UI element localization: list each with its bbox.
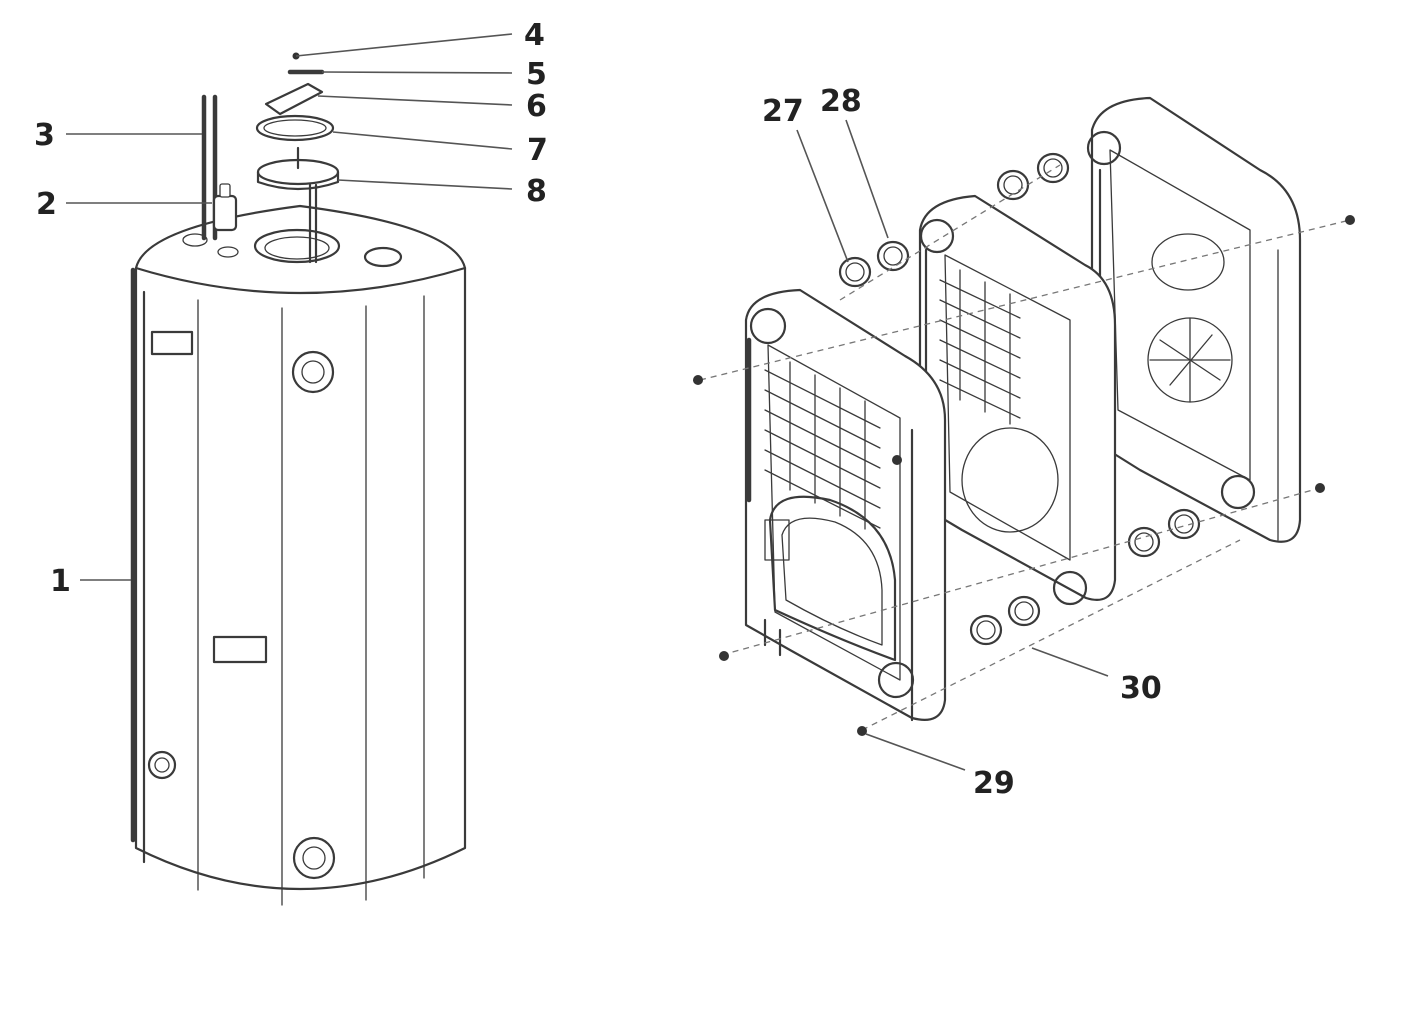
rear-section <box>1086 96 1302 543</box>
front-section <box>744 288 947 722</box>
callout-4: 4 <box>524 18 545 53</box>
tie-rods <box>699 164 1351 731</box>
middle-section <box>918 194 1117 606</box>
callout-3: 3 <box>34 118 55 153</box>
callout-6: 6 <box>526 89 547 124</box>
callout-28: 28 <box>820 84 862 119</box>
part-6-clamp <box>264 82 324 116</box>
part-8-flange <box>256 146 340 264</box>
callout-5: 5 <box>526 57 547 92</box>
callout-8: 8 <box>526 174 547 209</box>
leader-lines-right <box>796 119 1109 771</box>
heat-exchanger-assembly <box>693 96 1355 736</box>
callout-1: 1 <box>50 564 71 599</box>
part-7-gasket <box>255 114 335 142</box>
callout-30: 30 <box>1120 671 1162 706</box>
leader-lines-left <box>66 33 513 581</box>
callout-2: 2 <box>36 187 57 222</box>
callout-27: 27 <box>762 94 804 129</box>
callout-29: 29 <box>973 766 1015 801</box>
nuts <box>693 215 1355 736</box>
part-2-valve <box>212 183 238 232</box>
water-heater-tank <box>130 204 467 906</box>
callout-7: 7 <box>527 133 548 168</box>
